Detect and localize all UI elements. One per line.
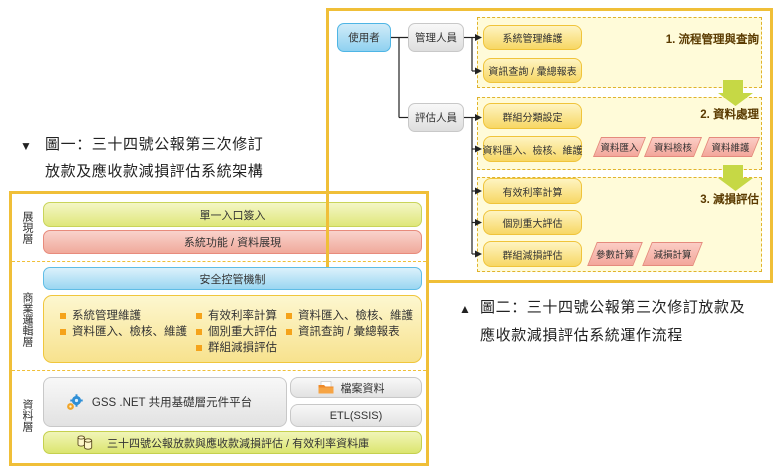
subtask-label: 參數計算 (595, 250, 634, 261)
role-node-admin: 管理人員 (408, 23, 464, 52)
bullet-square-icon (196, 329, 202, 335)
layer-divider (12, 261, 426, 262)
business-item: 有效利率計算 (196, 309, 277, 323)
subtask-label: 減損計算 (653, 250, 692, 261)
flow-item-label: 個別重大評估 (502, 219, 563, 230)
folder-icon (318, 381, 333, 394)
system-function-label: 系統功能 / 資料展現 (183, 237, 282, 249)
business-item: 個別重大評估 (196, 325, 277, 339)
gear-icon (67, 393, 83, 410)
flow-item-label: 系統管理維護 (502, 34, 563, 45)
business-item-label: 資訊查詢 / 彙總報表 (298, 326, 400, 338)
database-bar: 三十四號公報放款與應收款減損評估 / 有效利率資料庫 (43, 431, 422, 454)
role-node-assessor-label: 評估人員 (415, 112, 457, 124)
subtask-parameter-calc: 參數計算 (587, 242, 643, 266)
database-icon (77, 435, 93, 450)
role-node-admin-label: 管理人員 (415, 32, 457, 44)
figure2-frame-edge (326, 191, 329, 267)
flow-item-label: 有效利率計算 (502, 187, 563, 199)
caption2-line1: 圖二：三十四號公報第三次修訂放款及 (480, 299, 746, 316)
flow-item-individual-assessment: 個別重大評估 (483, 210, 582, 235)
business-item: 資料匯入、檢核、維護 (60, 325, 187, 339)
flow-item-group-classification: 群組分類設定 (483, 103, 582, 129)
step2-title: 2. 資料處理 (700, 109, 759, 121)
system-function-bar: 系統功能 / 資料展現 (43, 230, 422, 254)
role-node-assessor: 評估人員 (408, 103, 464, 132)
caption1-marker-icon: ▼ (20, 139, 32, 153)
subtask-label: 資料檢核 (653, 143, 692, 154)
business-item-label: 資料匯入、檢核、維護 (72, 326, 187, 338)
caption2-marker-icon: ▲ (459, 302, 471, 316)
flow-item-group-impairment: 群組減損評估 (483, 241, 582, 267)
business-item-label: 系統管理維護 (72, 310, 141, 322)
file-data-label: 檔案資料 (340, 382, 385, 395)
bullet-square-icon (286, 313, 292, 319)
flow-item-label: 群組分類設定 (502, 112, 563, 124)
business-item-label: 群組減損評估 (208, 342, 277, 354)
business-item: 資料匯入、檢核、維護 (286, 309, 413, 323)
security-control-label: 安全控管機制 (199, 273, 266, 286)
flow-item-query-report: 資訊查詢 / 彙總報表 (483, 58, 582, 83)
caption1-line1: 圖一：三十四號公報第三次修訂 (45, 136, 264, 153)
business-item-label: 資料匯入、檢核、維護 (298, 310, 413, 322)
business-item: 系統管理維護 (60, 309, 141, 323)
bullet-square-icon (196, 345, 202, 351)
subtask-label: 資料匯入 (600, 143, 639, 154)
step3-title: 3. 減損評估 (700, 194, 759, 206)
layer-divider (12, 370, 426, 371)
single-sign-on-label: 單一入口簽入 (199, 209, 266, 222)
business-item: 群組減損評估 (196, 341, 277, 355)
flow-item-label: 資訊查詢 / 彙總報表 (488, 67, 577, 78)
etl-label: ETL(SSIS) (329, 409, 383, 422)
flow-item-label: 資料匯入、檢核、維護 (482, 145, 583, 157)
flow-item-effective-rate: 有效利率計算 (483, 178, 582, 204)
data-layer-label: 資料層 (21, 399, 33, 432)
business-item-label: 有效利率計算 (208, 310, 277, 322)
subtask-label: 資料維護 (711, 143, 750, 154)
subtask-impairment-calc: 減損計算 (642, 242, 703, 266)
etl-box: ETL(SSIS) (290, 404, 422, 427)
gss-platform-label: GSS .NET 共用基礎層元件平台 (91, 397, 253, 409)
flow-item-data-import: 資料匯入、檢核、維護 (482, 136, 583, 162)
single-sign-on-bar: 單一入口簽入 (43, 202, 422, 227)
step1-title: 1. 流程管理與查詢 (665, 34, 759, 46)
bullet-square-icon (60, 313, 66, 319)
flow-item-label: 群組減損評估 (502, 250, 563, 262)
user-node-label: 使用者 (348, 32, 380, 44)
business-layer-label: 商業邏輯層 (21, 292, 33, 347)
database-label: 三十四號公報放款與應收款減損評估 / 有效利率資料庫 (107, 437, 370, 450)
bullet-square-icon (286, 329, 292, 335)
business-functions-box: 系統管理維護 資料匯入、檢核、維護 有效利率計算 個別重大評估 群組減損評估 資… (43, 295, 422, 363)
gss-platform-box: GSS .NET 共用基礎層元件平台 (43, 377, 287, 427)
security-control-bar: 安全控管機制 (43, 267, 422, 290)
subtask-data-check: 資料檢核 (643, 137, 703, 157)
bullet-square-icon (196, 313, 202, 319)
business-item-label: 個別重大評估 (208, 326, 277, 338)
subtask-data-maintain: 資料維護 (700, 137, 761, 157)
business-item: 資訊查詢 / 彙總報表 (286, 325, 400, 339)
caption2-line2: 應收款減損評估系統運作流程 (480, 327, 683, 344)
caption1-line2: 放款及應收款減損評估系統架構 (45, 163, 264, 180)
figure2-frame (326, 8, 773, 283)
user-node: 使用者 (337, 23, 391, 52)
flow-item-system-maintenance: 系統管理維護 (483, 25, 582, 50)
bullet-square-icon (60, 329, 66, 335)
subtask-data-import: 資料匯入 (592, 137, 647, 157)
file-data-box: 檔案資料 (290, 377, 422, 398)
presentation-layer-label: 展現層 (21, 211, 33, 244)
